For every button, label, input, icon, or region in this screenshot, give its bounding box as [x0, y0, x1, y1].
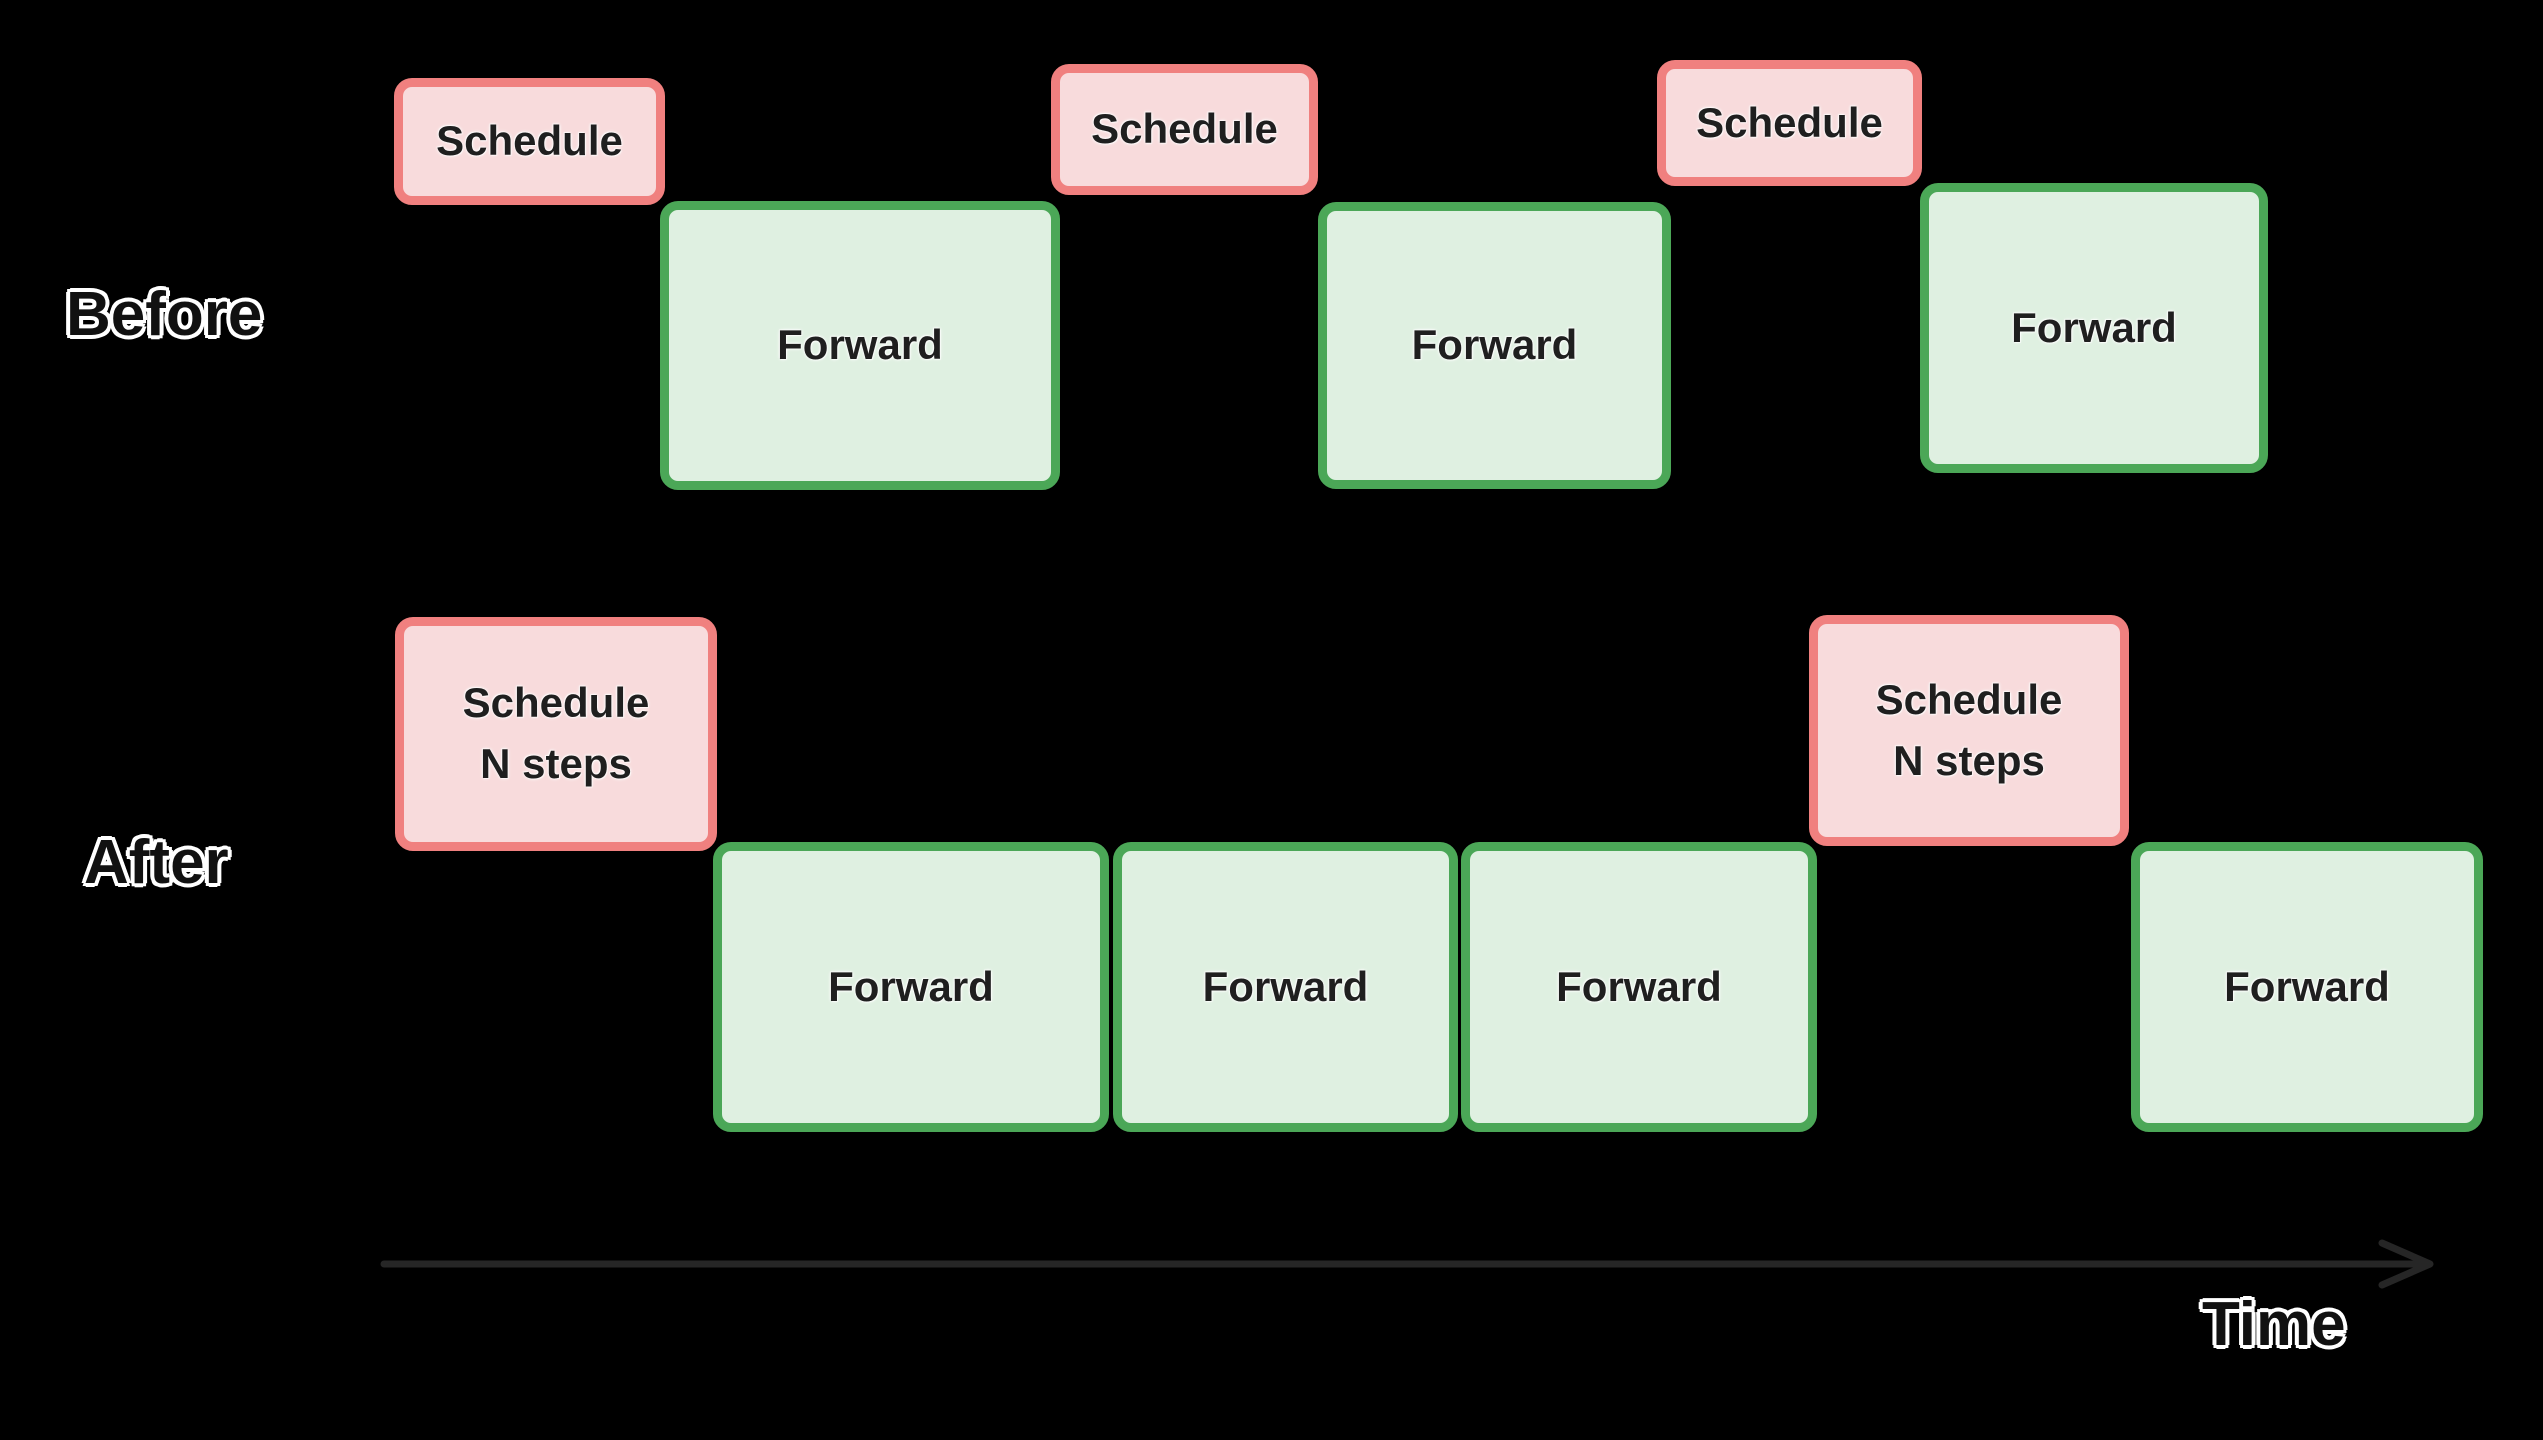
before-forward-box-3: Forward [1920, 183, 2268, 473]
before-schedule-label-3: Schedule [1696, 98, 1883, 146]
before-forward-box-2: Forward [1318, 202, 1671, 489]
time-axis-arrow-icon [380, 1239, 2434, 1289]
before-forward-box-1: Forward [660, 201, 1060, 490]
after-forward-box-2: Forward [1113, 842, 1458, 1132]
after-schedule-box-1: Schedule N steps [395, 617, 717, 851]
after-forward-box-1: Forward [713, 842, 1109, 1132]
before-schedule-label-2: Schedule [1091, 105, 1278, 153]
before-row-label: Before [66, 280, 263, 349]
before-schedule-label-1: Schedule [436, 117, 623, 165]
before-schedule-box-3: Schedule [1657, 60, 1922, 186]
after-schedule-box-2: Schedule N steps [1809, 615, 2129, 846]
after-schedule-label-2: Schedule N steps [1875, 675, 2063, 784]
after-forward-label-3: Forward [1556, 962, 1722, 1010]
before-schedule-box-1: Schedule [394, 78, 665, 205]
before-schedule-box-2: Schedule [1051, 64, 1318, 195]
after-schedule-label-1: Schedule N steps [462, 679, 650, 787]
before-forward-label-1: Forward [777, 321, 943, 369]
after-forward-label-2: Forward [1202, 962, 1369, 1010]
before-forward-label-2: Forward [1411, 321, 1578, 369]
before-forward-label-3: Forward [2011, 303, 2177, 351]
after-forward-label-1: Forward [828, 962, 994, 1010]
after-row-label: After [84, 828, 229, 897]
time-axis-label: Time [2202, 1290, 2346, 1359]
after-forward-box-3: Forward [1461, 842, 1817, 1132]
after-forward-box-4: Forward [2131, 842, 2483, 1132]
after-forward-label-4: Forward [2224, 962, 2390, 1010]
